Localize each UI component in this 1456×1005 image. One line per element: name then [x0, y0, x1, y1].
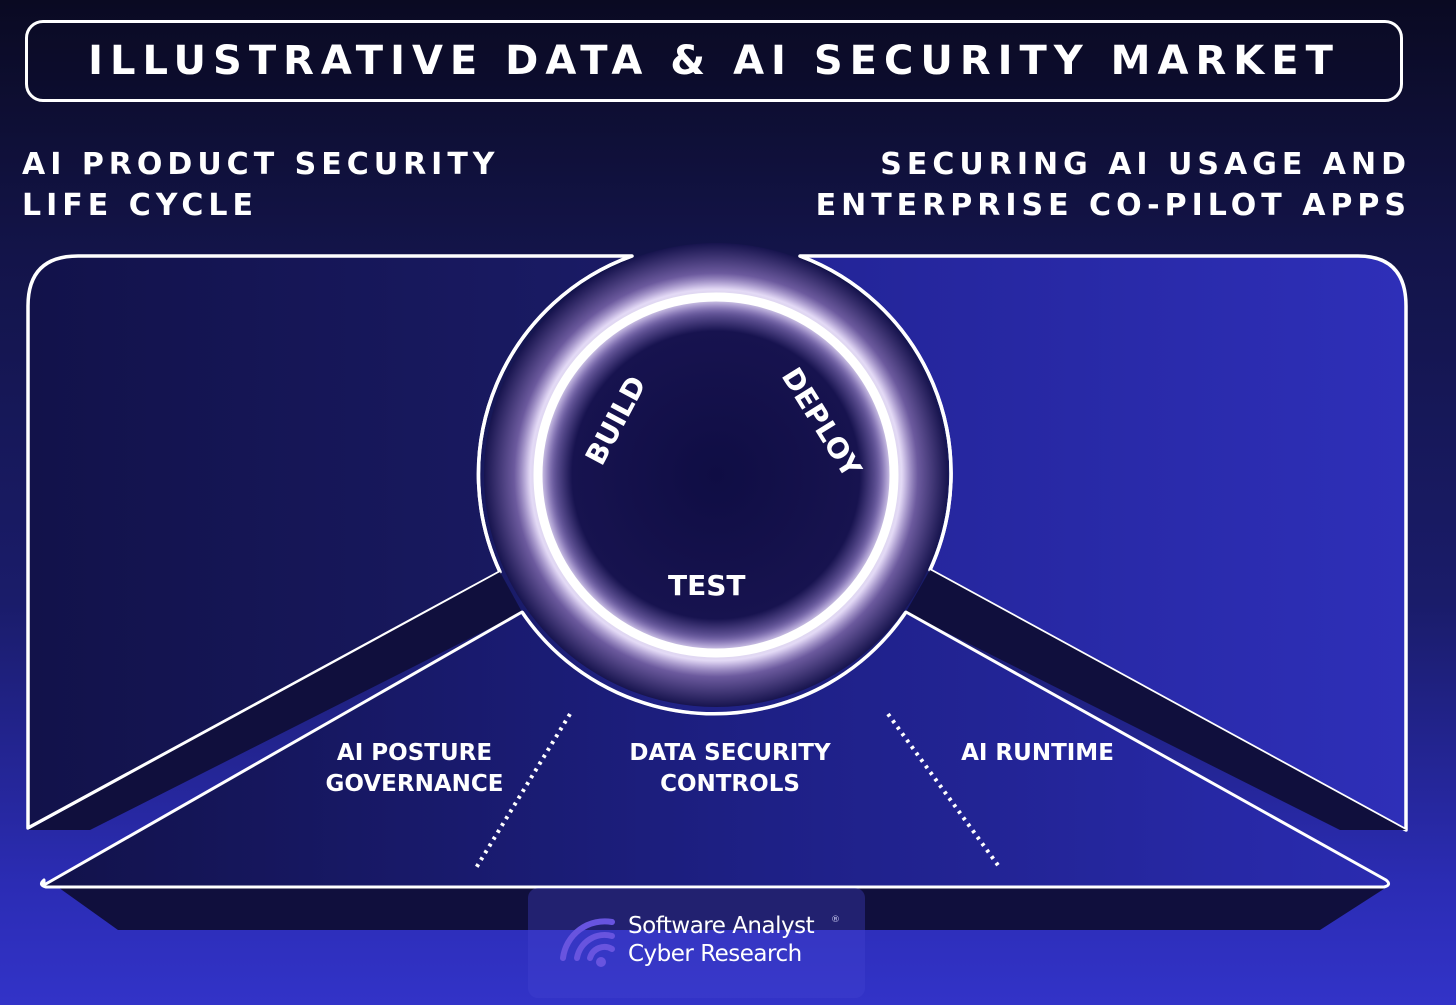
segment-ai-runtime: AI RUNTIME — [961, 740, 1114, 766]
right-arm — [906, 570, 1406, 830]
right-section-heading: SECURING AI USAGE AND ENTERPRISE CO-PILO… — [816, 144, 1411, 226]
page-title: ILLUSTRATIVE DATA & AI SECURITY MARKET — [88, 38, 1340, 84]
brand-logo-box — [528, 888, 865, 998]
title-banner: ILLUSTRATIVE DATA & AI SECURITY MARKET — [25, 20, 1403, 102]
platform-shadow — [55, 885, 1390, 930]
lifecycle-outer-circle — [484, 243, 948, 707]
left-section-heading: AI PRODUCT SECURITY LIFE CYCLE — [22, 144, 500, 226]
divider-left — [474, 712, 572, 870]
right-heading-line-1: SECURING AI USAGE AND — [880, 147, 1411, 182]
segment-data-security-controls: DATA SECURITY CONTROLS — [629, 740, 831, 797]
segment-ai-posture-governance: AI POSTURE GOVERNANCE — [325, 740, 504, 797]
lifecycle-ring — [533, 292, 899, 658]
brand-line-2: Cyber Research — [628, 941, 802, 967]
left-heading-line-1: AI PRODUCT SECURITY — [22, 147, 500, 182]
brand-name: Software Analyst Cyber Research — [628, 912, 815, 968]
right-heading-line-2: ENTERPRISE CO-PILOT APPS — [815, 188, 1411, 223]
wifi-signal-icon — [560, 918, 615, 961]
brand-line-1: Software Analyst — [628, 913, 815, 939]
stage-test: TEST — [668, 569, 746, 602]
left-heading-line-2: LIFE CYCLE — [22, 188, 259, 223]
left-arm — [28, 572, 522, 830]
registered-mark: ® — [831, 915, 840, 925]
